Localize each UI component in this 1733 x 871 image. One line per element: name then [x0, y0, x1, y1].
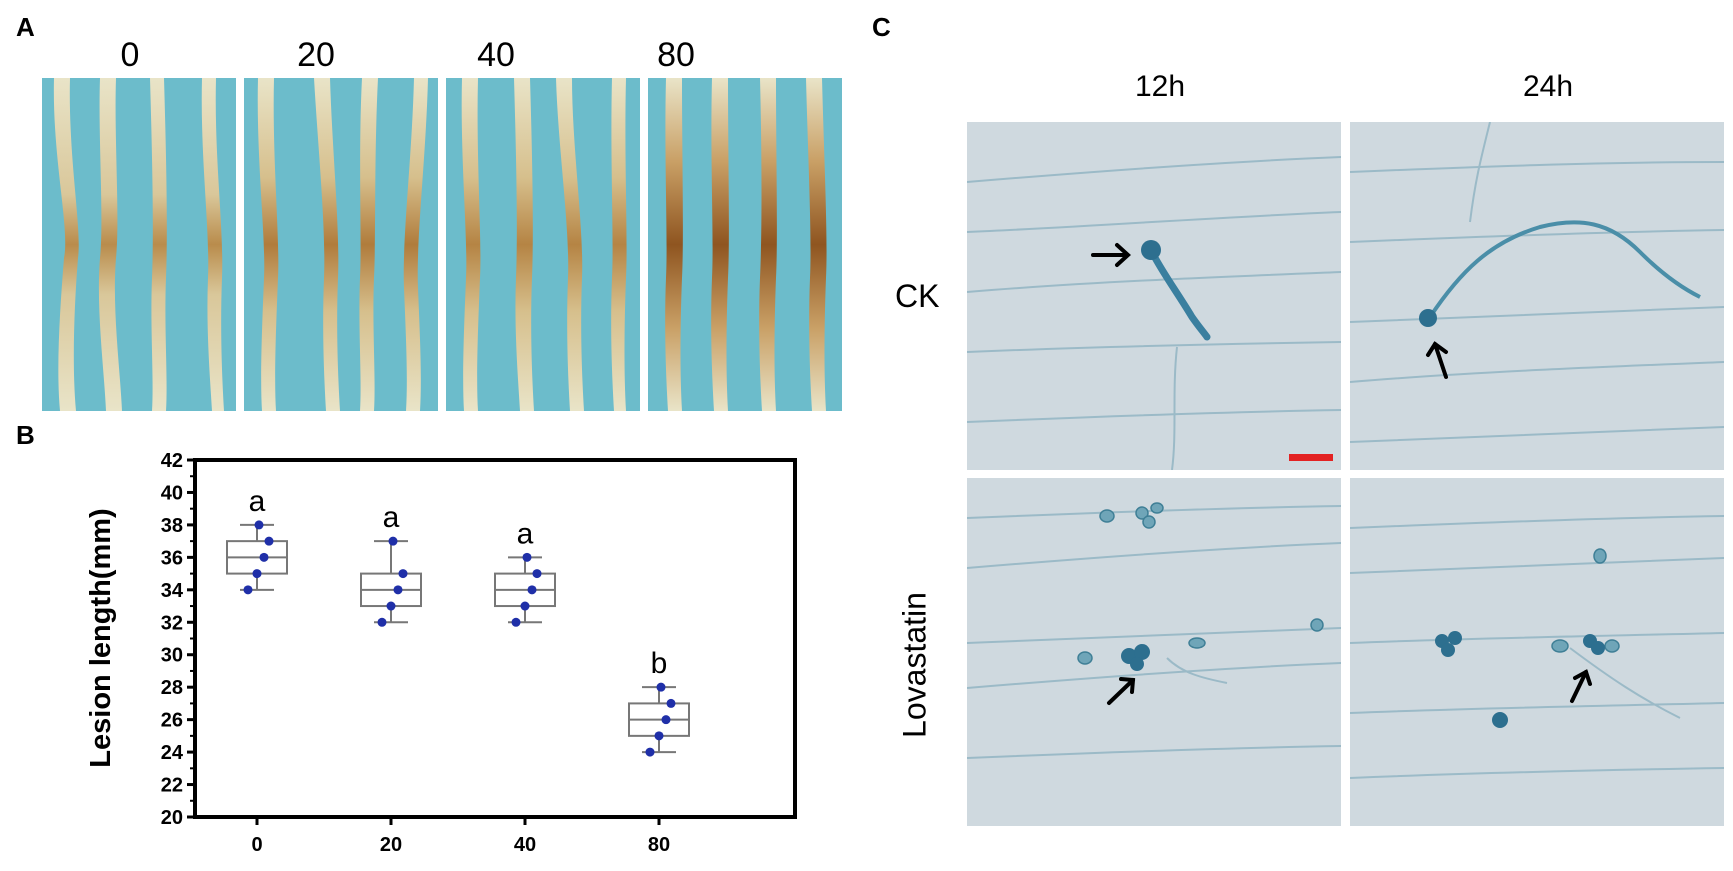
- box-80: b: [628, 647, 690, 757]
- micrograph-ck-12h: [967, 122, 1341, 470]
- lesion-length-box-plot: 20 22 24 26 28 30 32 34 36 38 40 42 0 20 40 80 a a a b Le…: [85, 450, 797, 856]
- data-point: [254, 520, 264, 530]
- data-point: [393, 585, 403, 595]
- data-point: [532, 569, 542, 579]
- y-tick-label-30: 30: [161, 645, 183, 667]
- y-tick-label-42: 42: [161, 450, 183, 472]
- box-20: a: [360, 501, 422, 627]
- group-letter: a: [249, 485, 266, 518]
- y-axis-ticks: 20 22 24 26 28 30 32 34 36 38 40 42: [161, 450, 195, 829]
- row-label-ck: CK: [895, 278, 940, 314]
- panel-b-label: B: [16, 420, 35, 450]
- y-axis-label: Lesion length(mm): [85, 508, 117, 767]
- y-tick-label-34: 34: [161, 580, 184, 602]
- group-letter: b: [651, 647, 668, 680]
- y-tick-label-38: 38: [161, 515, 183, 537]
- box-series: a a a b: [226, 485, 690, 757]
- panel-c-label: C: [872, 12, 891, 42]
- data-point: [656, 682, 666, 692]
- x-tick-label-40: 40: [514, 834, 536, 856]
- x-axis-ticks: 0 20 40 80: [251, 817, 670, 856]
- data-point: [259, 552, 269, 562]
- x-tick-label-20: 20: [380, 834, 402, 856]
- data-point: [377, 617, 387, 627]
- y-tick-label-22: 22: [161, 775, 183, 797]
- y-tick-label-28: 28: [161, 677, 183, 699]
- x-tick-label-0: 0: [251, 834, 262, 856]
- leaf-photo-dose-40: [446, 78, 640, 411]
- data-point: [527, 585, 537, 595]
- dose-label-40: 40: [477, 36, 515, 74]
- data-point: [666, 698, 676, 708]
- data-point: [511, 617, 521, 627]
- dose-label-80: 80: [657, 36, 695, 74]
- data-point: [243, 585, 253, 595]
- group-letter: a: [517, 517, 534, 550]
- y-tick-label-24: 24: [161, 742, 184, 764]
- y-tick-label-40: 40: [161, 482, 183, 504]
- group-letter: a: [383, 501, 400, 534]
- panel-a-label: A: [16, 12, 35, 42]
- micrograph-lovastatin-12h: [967, 478, 1341, 826]
- data-point: [264, 536, 274, 546]
- data-point: [520, 601, 530, 611]
- data-point: [398, 569, 408, 579]
- data-point: [388, 536, 398, 546]
- box-40: a: [494, 517, 556, 627]
- micrograph-ck-24h: [1350, 122, 1724, 470]
- data-point: [661, 715, 671, 725]
- leaf-photo-dose-80: [648, 78, 842, 411]
- leaf-photo-dose-20: [244, 78, 438, 411]
- dose-label-0: 0: [120, 36, 140, 74]
- column-label-12h: 12h: [1134, 70, 1186, 103]
- box-0: a: [226, 485, 288, 595]
- data-point: [645, 747, 655, 757]
- row-label-lovastatin: Lovastatin: [896, 592, 933, 738]
- data-point: [386, 601, 396, 611]
- x-tick-label-80: 80: [648, 834, 670, 856]
- column-label-24h: 24h: [1522, 70, 1574, 103]
- data-point: [252, 569, 262, 579]
- data-point: [522, 552, 532, 562]
- dose-label-20: 20: [297, 36, 335, 74]
- y-tick-label-32: 32: [161, 612, 183, 634]
- y-tick-label-36: 36: [161, 547, 183, 569]
- plot-frame: [193, 458, 797, 819]
- data-point: [654, 731, 664, 741]
- micrograph-lovastatin-24h: [1350, 478, 1724, 826]
- y-tick-label-26: 26: [161, 710, 183, 732]
- leaf-photo-dose-0: [42, 78, 236, 411]
- y-tick-label-20: 20: [161, 807, 183, 829]
